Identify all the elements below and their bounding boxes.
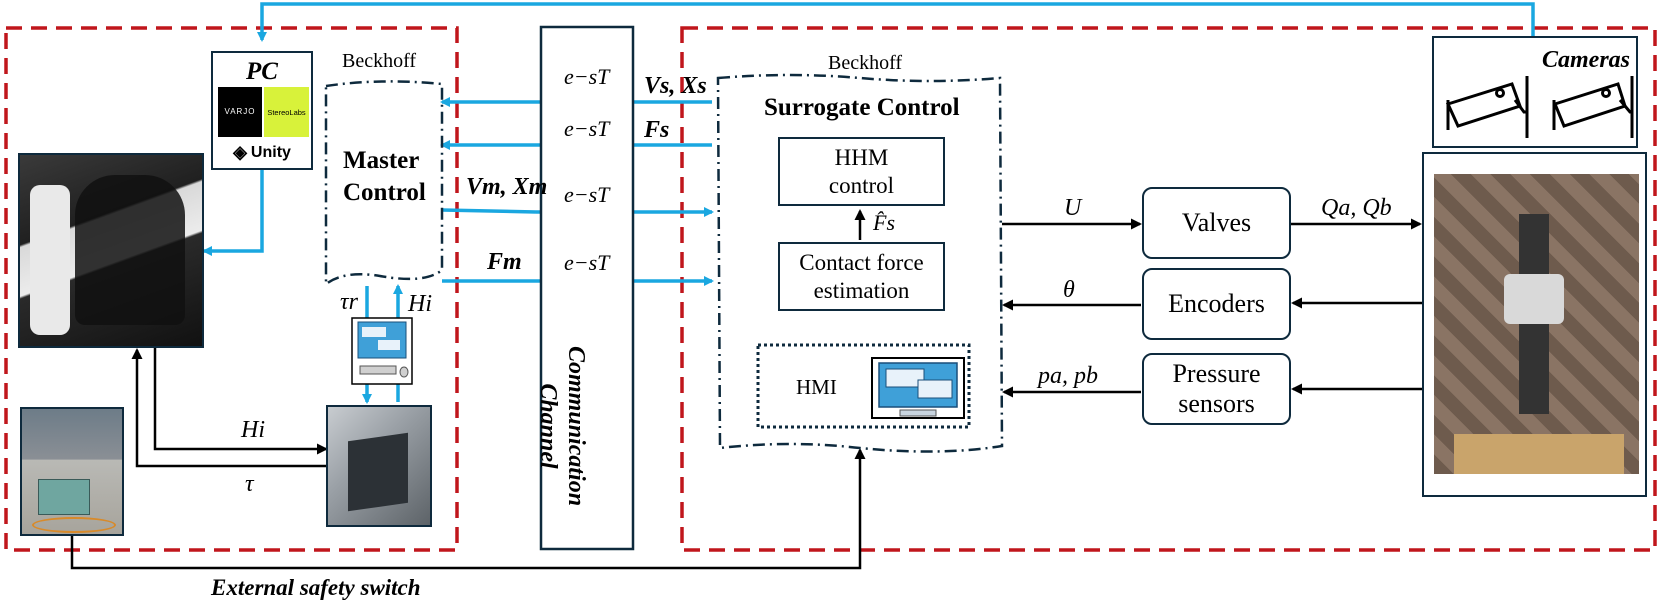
beckhoff-right-label: Beckhoff (828, 52, 903, 74)
robot-side-frame (680, 26, 1657, 552)
camera-feed-line (257, 2, 1535, 42)
delay-label-1: e−sT (564, 64, 610, 89)
vs-xs-label: Vs, Xs (644, 73, 707, 99)
encoders-box: Encoders (1142, 268, 1291, 340)
communication-channel-box (539, 25, 635, 551)
fs-hat-label: F̂s (873, 210, 895, 235)
master-control-label-line1: Master (343, 147, 420, 174)
hhm-control-line1: HHM (834, 144, 889, 170)
pc-label: PC (246, 58, 278, 85)
pedal-cable (32, 517, 116, 533)
pressure-sensors-box: Pressure sensors (1142, 353, 1291, 425)
exoskeleton-arm (30, 185, 70, 335)
delay-label-3: e−sT (564, 182, 610, 207)
contact-force-line1: Contact force (799, 249, 924, 275)
pa-pb-label: pa, pb (1038, 363, 1098, 389)
pressure-line1: Pressure (1172, 359, 1261, 389)
stereolabs-logo: StereoLabs (264, 87, 309, 137)
delay-label-4: e−sT (564, 250, 610, 275)
operator-photo (18, 153, 204, 348)
robot-table (1454, 434, 1624, 474)
varjo-logo: VARJO (218, 87, 262, 137)
pedal-device (38, 479, 90, 515)
unity-text: Unity (250, 144, 291, 162)
operator-side-frame (4, 26, 459, 552)
stereolabs-text: StereoLabs (267, 107, 306, 117)
contact-force-estimation-box: Contact force estimation (778, 242, 945, 311)
tau-r-label: τr (340, 289, 358, 315)
fs-label: Fs (644, 117, 670, 143)
hi-bottom-label: Hi (241, 417, 265, 443)
varjo-text: VARJO (224, 107, 256, 117)
cameras-box: Cameras (1432, 36, 1638, 148)
camera-icon (1552, 76, 1634, 138)
foot-pedal-photo (20, 407, 124, 536)
valves-label: Valves (1181, 208, 1252, 238)
hhm-control-box: HHM control (778, 137, 945, 206)
pressure-line2: sensors (1178, 389, 1255, 418)
external-safety-switch-label: External safety switch (211, 575, 421, 600)
qa-qb-label: Qa, Qb (1321, 195, 1392, 221)
communication-channel-label: Communication Channel (534, 346, 589, 506)
pc-to-operator-line (202, 170, 264, 256)
theta-label: θ (1063, 277, 1075, 303)
valves-box: Valves (1142, 187, 1291, 259)
robot-photo (1422, 152, 1647, 497)
camera-icon (1445, 76, 1529, 138)
master-control-frame (324, 80, 444, 287)
hmi-frame (756, 343, 971, 429)
hmi-label: HMI (796, 375, 837, 399)
fm-label: Fm (487, 249, 522, 275)
surrogate-control-frame (716, 73, 1004, 453)
hhm-control-line2: control (828, 172, 895, 198)
monitor-icon (871, 357, 965, 419)
pc-box: PC VARJO StereoLabs ◈ Unity (211, 51, 313, 170)
beckhoff-controller-photo (326, 405, 432, 527)
robot-joint (1504, 274, 1564, 324)
u-label: U (1064, 195, 1082, 221)
operator-figure (75, 175, 185, 325)
unity-logo: ◈ Unity (219, 141, 305, 165)
unity-icon: ◈ (233, 142, 247, 163)
delay-label-2: e−sT (564, 116, 610, 141)
surrogate-control-title: Surrogate Control (764, 94, 960, 121)
workstation-icon (351, 317, 413, 385)
master-control-label-line2: Control (343, 179, 426, 206)
hi-top-label: Hi (408, 291, 432, 317)
contact-force-line2: estimation (813, 277, 910, 303)
beckhoff-left-label: Beckhoff (342, 50, 417, 72)
cameras-label: Cameras (1541, 47, 1630, 73)
comm-channel-line2: Channel (535, 383, 562, 469)
vm-xm-label: Vm, Xm (466, 174, 548, 200)
encoders-label: Encoders (1168, 289, 1265, 319)
tau-label: τ (245, 471, 254, 497)
controller-unit (348, 432, 408, 512)
comm-channel-line1: Communication (563, 346, 589, 507)
